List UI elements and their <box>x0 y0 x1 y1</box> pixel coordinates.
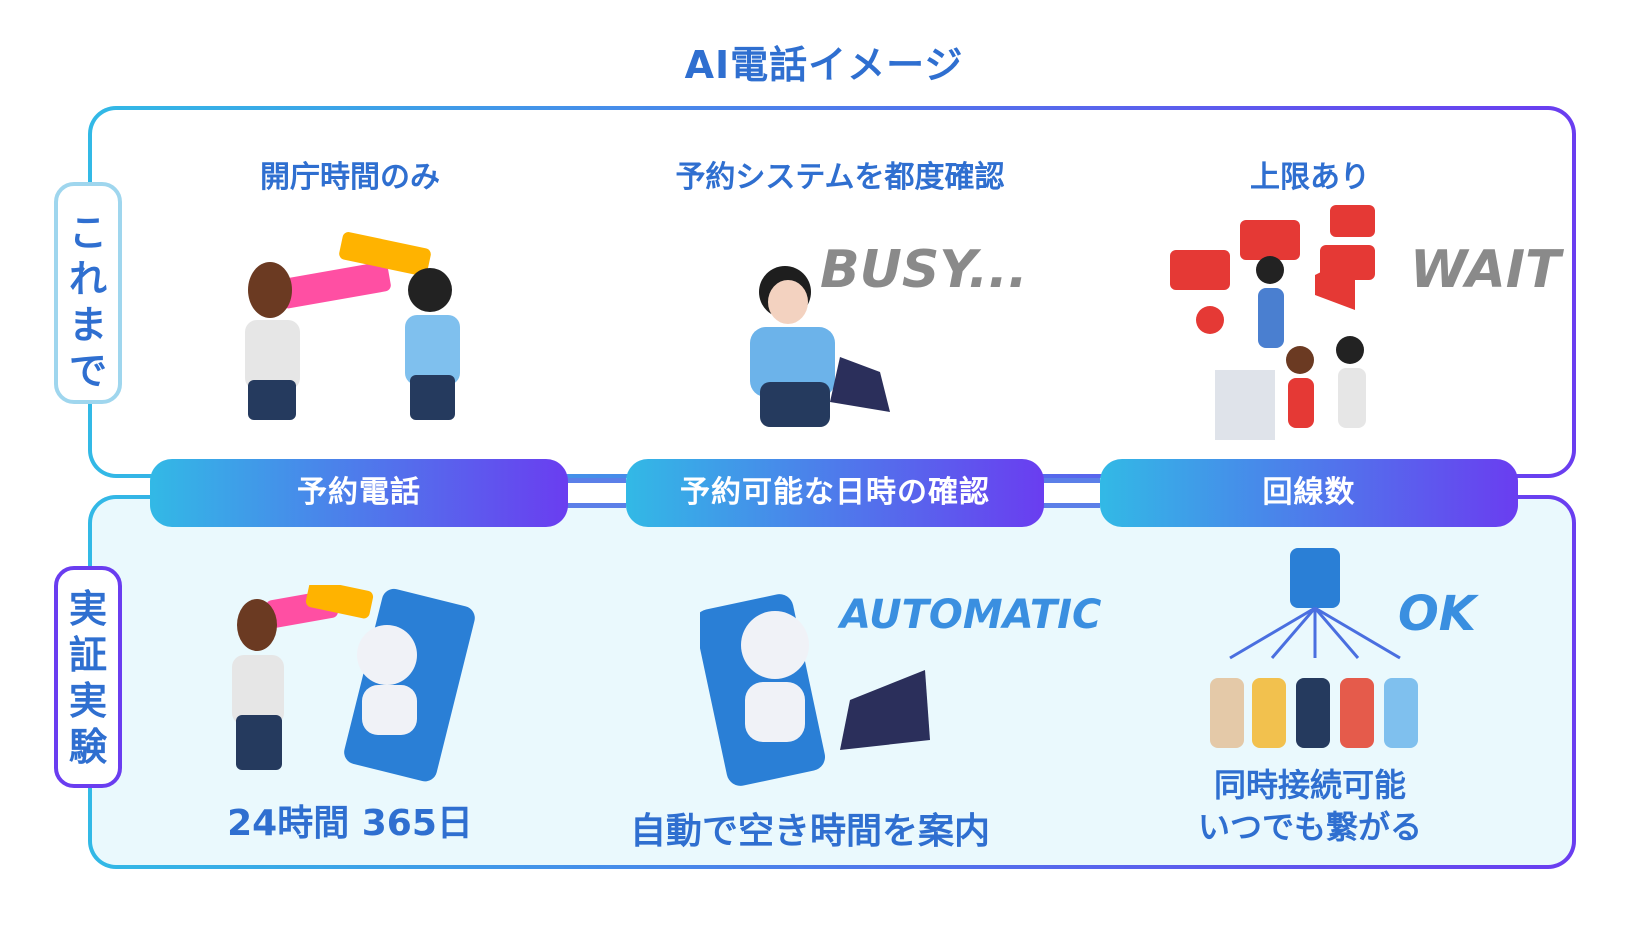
operator-icon <box>750 266 890 427</box>
row-label-char: ま <box>68 303 107 347</box>
heading-check-system: 予約システムを都度確認 <box>675 160 1005 195</box>
smartphone-icon <box>1290 548 1340 608</box>
crowd-icon <box>1170 205 1375 440</box>
heading-limit: 上限あり <box>1250 160 1370 195</box>
row-label-char: で <box>68 349 107 393</box>
callout-ok: OK <box>1398 586 1476 642</box>
row-label-char: こ <box>68 211 107 255</box>
row-label-char: 実 <box>68 679 107 723</box>
row-label-char: 実 <box>68 587 107 631</box>
callout-busy: BUSY... <box>820 240 1028 300</box>
robot-icon <box>357 625 417 685</box>
laptop-icon <box>830 357 890 412</box>
row-label-after: 実 証 実 験 <box>54 566 122 788</box>
concurrent-connections-icon <box>1210 548 1418 748</box>
heading-office-hours: 開庁時間のみ <box>260 160 440 195</box>
pill-connector <box>566 478 626 508</box>
woman-phone-icon <box>245 232 460 420</box>
caption-concurrent: 同時接続可能 いつでも繋がる <box>1160 764 1460 848</box>
robot-icon <box>741 611 809 679</box>
row-label-char: 験 <box>68 725 107 769</box>
row-label-char: れ <box>68 257 107 301</box>
row-label-before: こ れ ま で <box>54 182 122 404</box>
callout-automatic: AUTOMATIC <box>840 592 1102 638</box>
laptop-icon <box>840 670 930 750</box>
caption-24-365: 24時間 365日 <box>227 803 473 844</box>
pill-line-count: 回線数 <box>1100 459 1518 527</box>
page-title: AI電話イメージ <box>684 43 964 87</box>
robot-call-icon <box>232 585 475 782</box>
row-label-char: 証 <box>68 633 107 677</box>
pill-connector <box>1040 478 1100 508</box>
location-pin-icon <box>1196 306 1224 334</box>
pill-reservation-call: 予約電話 <box>150 459 568 527</box>
pill-available-dates: 予約可能な日時の確認 <box>626 459 1044 527</box>
robot-laptop-icon <box>700 594 930 786</box>
caption-auto-guide: 自動で空き時間を案内 <box>629 811 990 852</box>
callout-wait: WAIT <box>1410 240 1561 300</box>
megaphone-icon <box>1315 255 1355 310</box>
caption-line: いつでも繋がる <box>1197 808 1422 846</box>
caption-line: 同時接続可能 <box>1213 766 1406 804</box>
